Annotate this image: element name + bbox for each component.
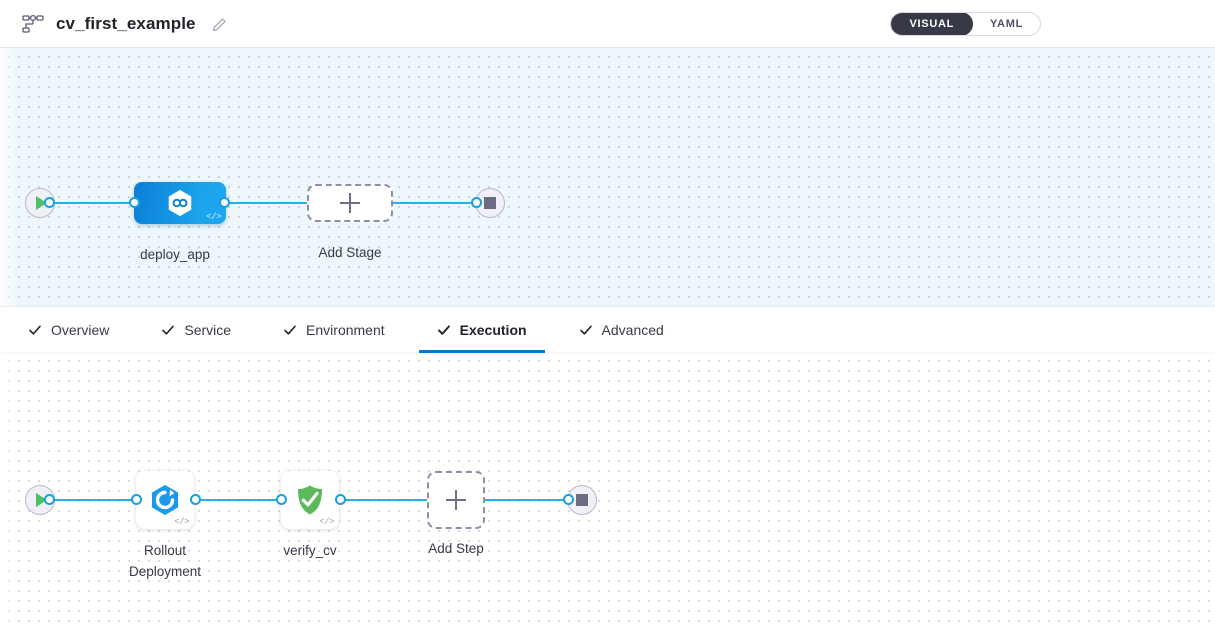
tab-label: Service (184, 321, 232, 338)
tab-label: Advanced (601, 321, 664, 338)
port-start-out[interactable] (44, 197, 55, 208)
step-label-rollout-deployment-line2: Deployment (128, 564, 202, 579)
toggle-visual[interactable]: VISUAL (891, 12, 974, 35)
port-deploy-in[interactable] (129, 197, 140, 208)
tab-service[interactable]: Service (143, 307, 249, 352)
step-node-rollout-deployment[interactable]: </> (136, 471, 194, 529)
plus-icon (446, 490, 466, 510)
tab-overview[interactable]: Overview (10, 307, 127, 352)
hexagon-infinity-icon (165, 188, 195, 218)
add-stage-button[interactable] (307, 184, 393, 222)
header-right-group: VISUAL YAML (890, 11, 1215, 36)
rollout-deployment-icon (148, 483, 182, 517)
stage-end-node[interactable] (475, 188, 505, 218)
tab-execution[interactable]: Execution (418, 307, 545, 353)
stop-icon (576, 494, 588, 506)
port-end-in[interactable] (471, 197, 482, 208)
play-icon (36, 196, 47, 210)
stage-node-deploy-app[interactable]: </> (134, 182, 226, 224)
step-label-verify-cv: verify_cv (283, 543, 337, 558)
code-icon: </> (174, 517, 189, 527)
add-step-button[interactable] (427, 471, 485, 529)
pencil-icon[interactable] (208, 16, 228, 32)
edge-add-to-end (390, 202, 482, 204)
port-rollout-out[interactable] (190, 494, 201, 505)
pipeline-graph-icon (22, 13, 44, 35)
stage-config-tabs[interactable]: Overview Service Environment Execution A… (0, 306, 1215, 353)
edge-add-to-end (484, 499, 574, 501)
tab-advanced[interactable]: Advanced (561, 307, 682, 352)
stop-icon (484, 197, 496, 209)
port-verify-in[interactable] (276, 494, 287, 505)
edge-start-to-rollout (48, 499, 140, 501)
toggle-yaml[interactable]: YAML (990, 17, 1023, 30)
port-verify-out[interactable] (335, 494, 346, 505)
check-icon (437, 324, 450, 335)
port-deploy-out[interactable] (219, 197, 230, 208)
code-icon: </> (206, 212, 221, 222)
edge-deploy-to-add (224, 202, 312, 204)
add-step-label: Add Step (428, 541, 484, 556)
check-icon (284, 325, 296, 335)
plus-icon (340, 193, 360, 213)
add-stage-label: Add Stage (318, 245, 382, 260)
tab-label: Overview (51, 321, 110, 338)
stage-label-deploy-app: deploy_app (140, 247, 210, 262)
green-shield-check-icon (293, 483, 327, 517)
tab-environment[interactable]: Environment (265, 307, 403, 352)
step-node-verify-cv[interactable]: </> (281, 471, 339, 529)
code-icon: </> (319, 517, 334, 527)
tab-label: Environment (306, 321, 385, 338)
step-label-rollout-deployment-line1: Rollout (143, 543, 187, 558)
play-icon (36, 493, 47, 507)
edge-rollout-to-verify (195, 499, 285, 501)
port-rollout-in[interactable] (131, 494, 142, 505)
check-icon (162, 325, 175, 335)
edge-start-to-deploy (48, 202, 140, 204)
port-step-start-out[interactable] (44, 494, 55, 505)
pipeline-header: cv_first_example VISUAL YAML (0, 0, 1215, 48)
check-icon (579, 325, 592, 335)
stage-canvas[interactable]: </> deploy_app Add Stage (0, 48, 1215, 306)
check-icon (29, 325, 41, 335)
tab-label: Execution (459, 321, 527, 338)
view-mode-toggle[interactable]: VISUAL YAML (890, 11, 1041, 36)
port-step-end-in[interactable] (563, 494, 574, 505)
page-title: cv_first_example (56, 13, 196, 33)
header-left-group: cv_first_example (0, 13, 228, 35)
execution-steps-canvas[interactable]: </> Rollout Deployment </> verify_cv Add… (0, 352, 1215, 628)
edge-verify-to-add (340, 499, 428, 501)
